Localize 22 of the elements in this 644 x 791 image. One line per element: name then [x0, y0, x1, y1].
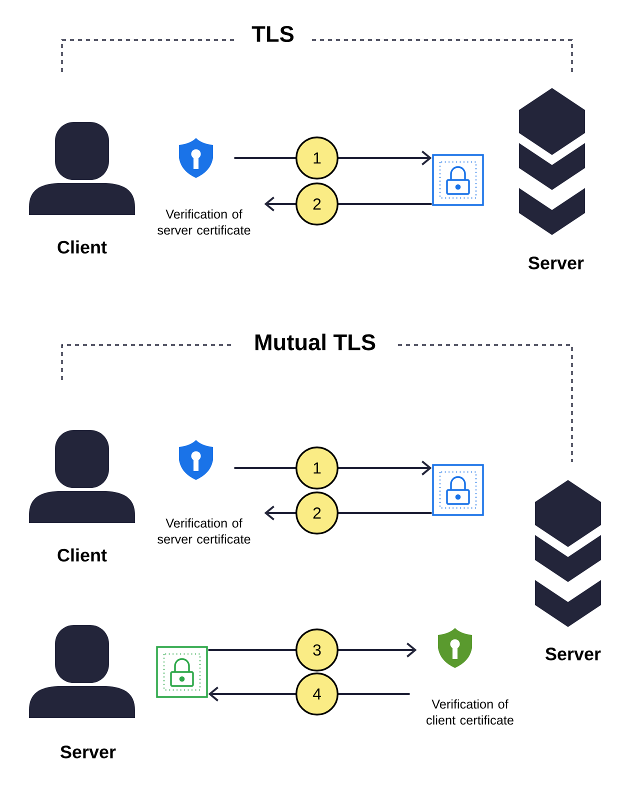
note-text: Verification of server certificate: [158, 518, 250, 544]
lock-icon: [432, 154, 484, 206]
note-text: Verification of client certificate: [426, 699, 514, 725]
shield-icon: [179, 138, 213, 178]
lock-icon: [156, 646, 208, 698]
step-number: 4: [295, 672, 339, 716]
shield-icon: [438, 628, 472, 668]
note-text: Verification of server certificate: [158, 209, 250, 235]
shield-icon: [179, 440, 213, 480]
person-label: Client: [58, 548, 107, 562]
step-number: 3: [295, 628, 339, 672]
person-label: Server: [60, 746, 116, 758]
section-title: TLS: [252, 26, 294, 42]
lock-icon: [432, 464, 484, 516]
person-label: Client: [58, 240, 107, 254]
step-number: 2: [295, 491, 339, 535]
server-label: Server: [528, 256, 584, 270]
section-title: Mutual TLS: [255, 334, 376, 350]
step-number: 1: [295, 446, 339, 490]
server-label: Server: [546, 648, 601, 660]
step-number: 2: [295, 182, 339, 226]
step-number: 1: [295, 136, 339, 180]
